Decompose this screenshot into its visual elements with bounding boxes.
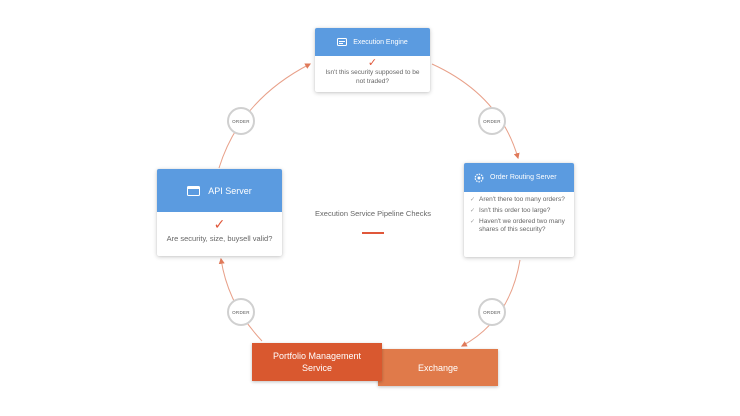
- order-routing-card: Order Routing Server ✓Aren't there too m…: [464, 163, 574, 257]
- order-label-engine-routing: ORDER: [478, 107, 506, 135]
- execution-engine-question: Isn't this security supposed to be not t…: [325, 69, 420, 85]
- list-item: ✓Aren't there too many orders?: [470, 196, 565, 203]
- portfolio-management-label: Portfolio Management Service: [272, 351, 362, 373]
- arrow-engine-to-routing: [431, 63, 520, 160]
- check-icon: ✓: [470, 197, 476, 203]
- exchange-box: Exchange: [378, 349, 498, 386]
- api-server-header: API Server: [157, 169, 282, 212]
- list-item: ✓Isn't this order too large?: [470, 207, 551, 214]
- check-icon: ✓: [470, 219, 476, 225]
- order-routing-title: Order Routing Server: [490, 174, 557, 181]
- api-server-title: API Server: [208, 185, 252, 196]
- order-routing-checklist: ✓Aren't there too many orders? ✓Isn't th…: [464, 196, 574, 234]
- order-label-portfolio-api: ORDER: [227, 298, 255, 326]
- check-icon: ✓: [213, 216, 226, 232]
- execution-engine-header: Execution Engine: [315, 28, 430, 56]
- list-item: ✓Haven't we ordered two many shares of t…: [470, 218, 565, 233]
- order-routing-header: Order Routing Server: [464, 163, 574, 192]
- api-server-question: Are security, size, buysell valid?: [166, 234, 273, 243]
- portfolio-management-box: Portfolio Management Service: [252, 343, 382, 381]
- center-underline: [362, 232, 384, 234]
- api-server-card: API Server ✓ Are security, size, buysell…: [157, 169, 282, 256]
- engine-icon: [337, 38, 348, 46]
- window-icon: [187, 185, 201, 196]
- execution-engine-title: Execution Engine: [353, 38, 408, 46]
- arrow-api-to-engine: [218, 63, 312, 169]
- gear-icon: [474, 173, 484, 183]
- center-label: Execution Service Pipeline Checks: [315, 209, 431, 218]
- check-icon: ✓: [367, 57, 378, 69]
- execution-engine-card: Execution Engine ✓ Isn't this security s…: [315, 28, 430, 92]
- check-icon: ✓: [470, 208, 476, 214]
- exchange-label: Exchange: [417, 362, 459, 373]
- order-label-routing-exchange: ORDER: [478, 298, 506, 326]
- order-label-api-engine: ORDER: [227, 107, 255, 135]
